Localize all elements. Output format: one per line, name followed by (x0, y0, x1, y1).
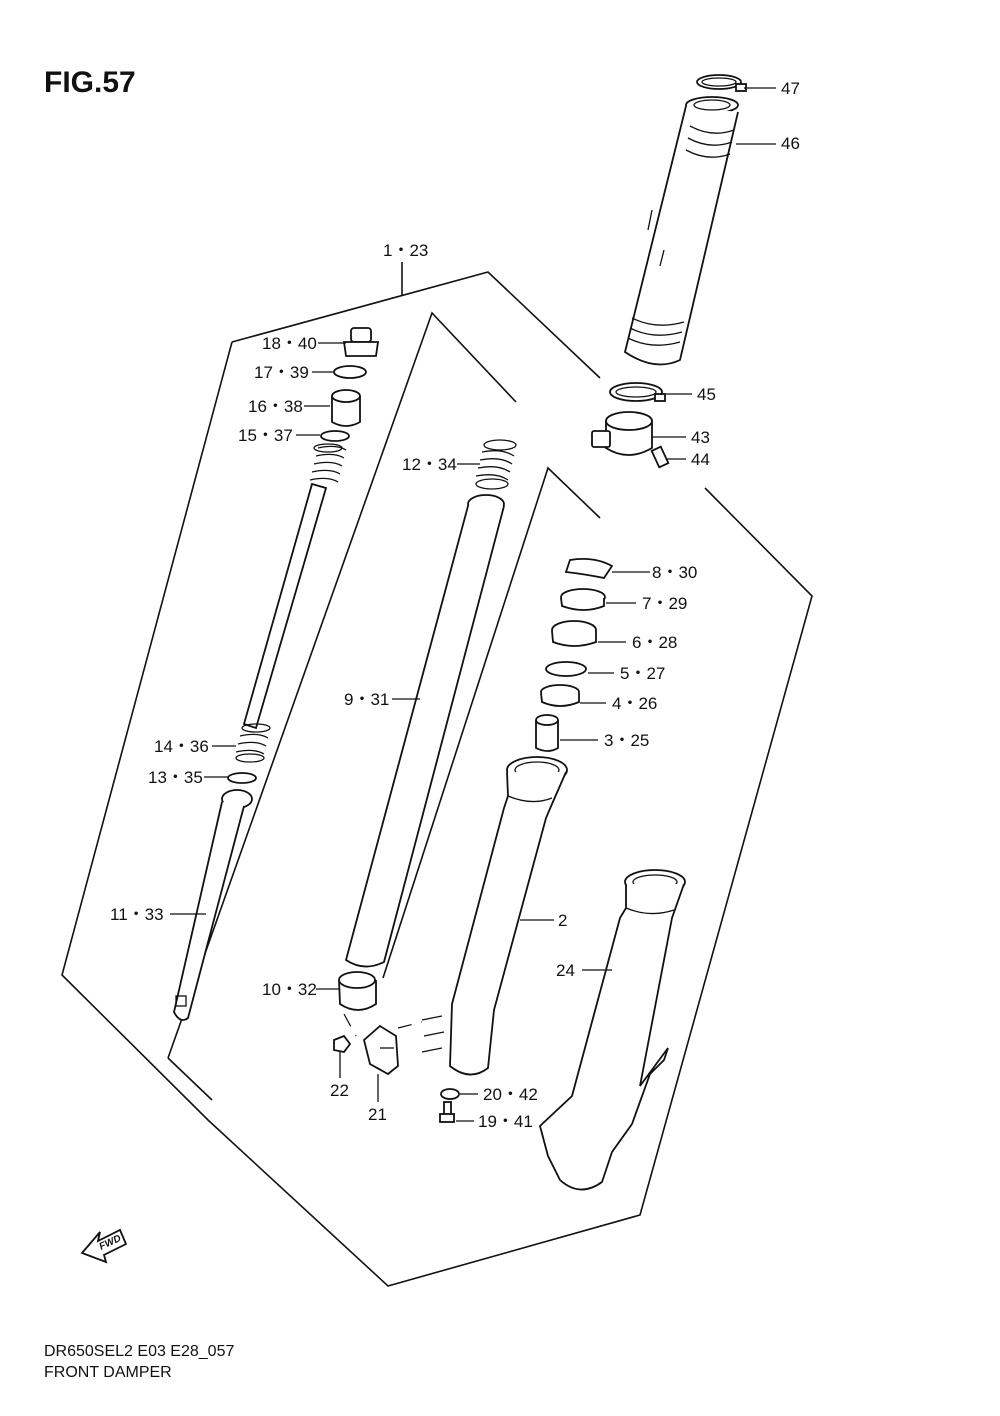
forward-arrow-icon: FWD (80, 1228, 128, 1264)
inner-outline-base (167, 1057, 213, 1101)
part-45-clamp (609, 382, 666, 402)
callout-19-41: 19・41 (478, 1112, 533, 1131)
part-7-dust-seal (560, 588, 606, 611)
callout-15-37: 15・37 (238, 426, 293, 445)
callout-47: 47 (781, 79, 800, 98)
callout-20-42: 20・42 (483, 1085, 538, 1104)
figure-title: FIG.57 (44, 66, 136, 99)
part-19-bolt (439, 1101, 455, 1123)
assembly-outline-right (61, 341, 813, 1287)
callout-7-29: 7・29 (642, 594, 687, 613)
part-damper-rod (242, 482, 328, 730)
part-3-bush (535, 714, 559, 752)
callout-8-30: 8・30 (652, 563, 697, 582)
footer-section-name: FRONT DAMPER (44, 1364, 172, 1381)
callout-13-35: 13・35 (148, 768, 203, 787)
part-12-spring (475, 439, 517, 490)
callout-45: 45 (697, 385, 716, 404)
part-stud-bolts (421, 1015, 445, 1053)
callout-1-23: 1・23 (383, 241, 428, 260)
callout-5-27: 5・27 (620, 664, 665, 683)
part-46-dust-boot (623, 96, 739, 366)
part-24-outer-tube (538, 869, 686, 1191)
part-14-spring (235, 723, 271, 763)
assembly-outline (231, 271, 601, 379)
callout-2: 2 (558, 911, 567, 930)
part-22-nut (333, 1034, 352, 1053)
part-15-washer (320, 430, 350, 442)
callout-3-25: 3・25 (604, 731, 649, 750)
part-6-oil-seal (551, 620, 597, 647)
part-43-guide (591, 411, 653, 456)
callout-10-32: 10・32 (262, 980, 317, 999)
part-2-outer-tube (449, 756, 568, 1076)
callout-12-34: 12・34 (402, 455, 457, 474)
inner-outline-middle (382, 466, 601, 979)
part-9-inner-tube (344, 494, 505, 968)
leader-lines (170, 87, 776, 1122)
part-17-o-ring (333, 365, 367, 379)
callout-6-28: 6・28 (632, 633, 677, 652)
callout-11-33: 11・33 (110, 905, 164, 924)
callout-14-36: 14・36 (154, 737, 209, 756)
part-8-plate (564, 557, 614, 580)
part-21-axle-holder (362, 1024, 399, 1076)
callout-43: 43 (691, 428, 710, 447)
part-18-cap-bolt (342, 327, 380, 357)
part-20-washer (440, 1088, 460, 1100)
footer-model-code: DR650SEL2 E03 E28_057 (44, 1343, 234, 1360)
callout-9-31: 9・31 (344, 690, 389, 709)
part-5-washer (545, 661, 587, 677)
callout-44: 44 (691, 450, 710, 469)
callout-21: 21 (368, 1105, 387, 1124)
part-4-guide-metal (540, 684, 580, 707)
guide-line-21 (397, 1021, 423, 1029)
callout-24: 24 (556, 961, 575, 980)
part-16-spacer (331, 389, 361, 427)
part-10-collar (338, 971, 377, 1011)
part-13-washer (227, 772, 257, 784)
callout-4-26: 4・26 (612, 694, 657, 713)
part-11-cylinder (173, 789, 253, 1021)
guide-line-10 (343, 1013, 357, 1037)
callout-46: 46 (781, 134, 800, 153)
inner-outline-left (167, 311, 517, 1059)
callout-18-40: 18・40 (262, 334, 317, 353)
part-47-clamp (696, 74, 747, 92)
callout-17-39: 17・39 (254, 363, 309, 382)
part-44-screw (650, 445, 670, 469)
part-rebound-spring-upper (309, 443, 347, 483)
callout-16-38: 16・38 (248, 397, 303, 416)
callout-22: 22 (330, 1081, 349, 1100)
